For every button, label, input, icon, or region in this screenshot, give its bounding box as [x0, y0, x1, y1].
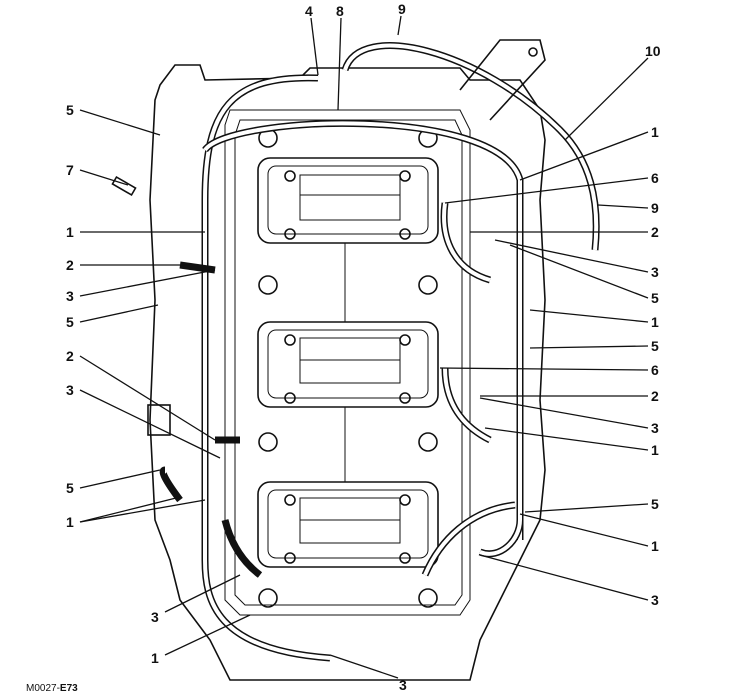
callout: 5: [651, 338, 659, 354]
callout: 1: [151, 650, 159, 666]
callouts-bottom: 3: [399, 677, 407, 693]
callout: 2: [651, 224, 659, 240]
callouts-top: 4 8 9 10: [305, 1, 661, 59]
figure-code-suffix: E73: [59, 683, 78, 694]
callout: 5: [66, 102, 74, 118]
callout: 3: [651, 592, 659, 608]
callout: 3: [399, 677, 407, 693]
callout: 3: [651, 264, 659, 280]
callout: 2: [66, 257, 74, 273]
reed-plate-middle: [257, 321, 439, 408]
callout: 1: [651, 124, 659, 140]
callout: 9: [398, 1, 406, 17]
callout: 1: [651, 442, 659, 458]
callout: 2: [66, 348, 74, 364]
callout: 8: [336, 3, 344, 19]
callout: 6: [651, 170, 659, 186]
callout: 1: [66, 514, 74, 530]
callout: 5: [66, 480, 74, 496]
callout: 1: [651, 314, 659, 330]
callout: 1: [651, 538, 659, 554]
callout: 6: [651, 362, 659, 378]
callout: 2: [651, 388, 659, 404]
callout: 5: [651, 290, 659, 306]
hoses: [159, 42, 600, 662]
callout: 3: [66, 382, 74, 398]
callouts-left: 5 7 1 2 3 5 2 3 5 1 3 1: [66, 102, 159, 666]
callout: 9: [651, 200, 659, 216]
callout: 3: [651, 420, 659, 436]
callout: 7: [66, 162, 74, 178]
callout: 5: [651, 496, 659, 512]
callout: 5: [66, 314, 74, 330]
reed-plate-top: [257, 157, 439, 244]
callout: 4: [305, 3, 313, 19]
leader-lines: [79, 15, 649, 679]
callout: 3: [66, 288, 74, 304]
callouts-right: 1 6 9 2 3 5 1 5 6 2 3 1 5 1 3: [651, 124, 659, 608]
callout: 1: [66, 224, 74, 240]
callout: 10: [645, 43, 661, 59]
figure-code: M0027-E73: [26, 683, 78, 694]
figure-code-prefix: M0027-: [26, 683, 60, 694]
bolt-holes: [258, 128, 438, 608]
reed-plate-bottom: [257, 481, 439, 568]
engine-drawing: [111, 39, 600, 681]
callout: 3: [151, 609, 159, 625]
